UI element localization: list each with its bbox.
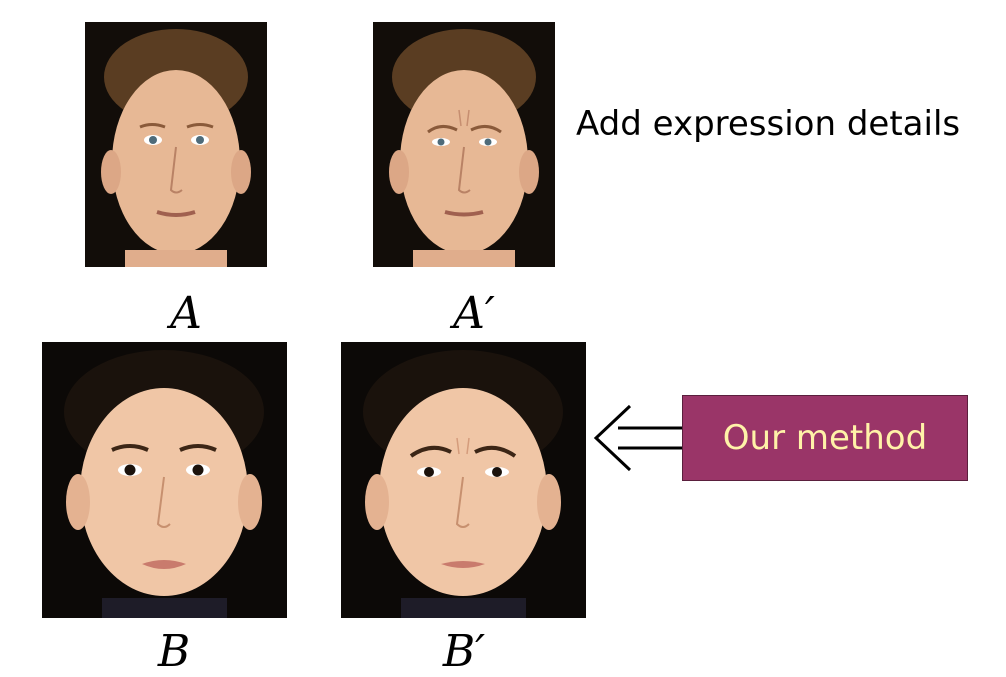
label-b: B — [157, 626, 191, 677]
our-method-label: Our method — [722, 418, 928, 458]
label-a: A — [170, 288, 202, 339]
face-photo-a — [85, 22, 267, 267]
label-a-prime: A′ — [453, 288, 495, 339]
label-b-prime: B′ — [442, 626, 486, 677]
double-arrow-left-icon — [593, 404, 686, 472]
caption-add-expression-details: Add expression details — [576, 104, 961, 144]
face-photo-a-prime — [373, 22, 555, 267]
our-method-box: Our method — [682, 395, 968, 481]
face-photo-b — [42, 342, 287, 618]
face-photo-b-prime — [341, 342, 586, 618]
